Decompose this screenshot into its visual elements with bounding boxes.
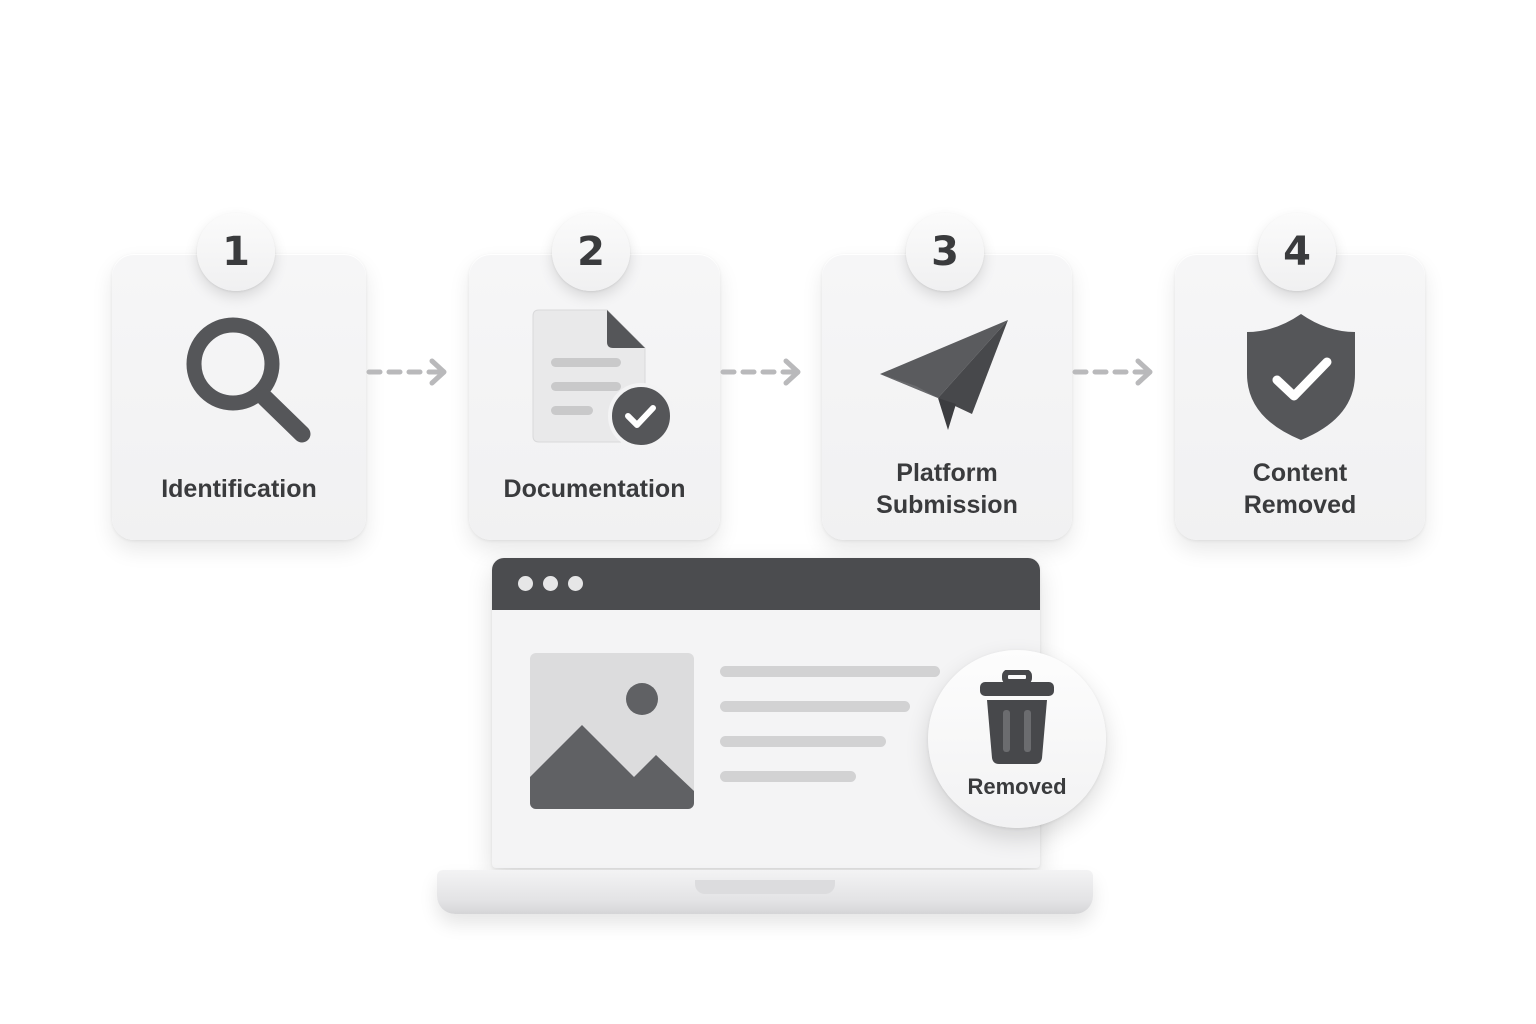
magnifier-icon xyxy=(186,317,311,443)
browser-titlebar xyxy=(492,558,1040,610)
paper-plane-icon xyxy=(880,320,1008,430)
image-placeholder-icon xyxy=(530,653,694,809)
shield-check-icon xyxy=(1247,314,1355,440)
step-card-documentation: Documentation xyxy=(469,254,720,540)
removed-badge: Removed xyxy=(928,650,1106,828)
laptop-base xyxy=(437,870,1093,914)
step-card-content-removed: Content Removed xyxy=(1175,254,1425,540)
window-control-dot xyxy=(518,576,533,591)
trash-icon xyxy=(980,670,1054,764)
arrow-right-icon xyxy=(1072,358,1153,386)
step-label: Documentation xyxy=(503,475,686,503)
step-number-badge: 4 xyxy=(1258,213,1336,291)
step-card-platform-submission: Platform Submission xyxy=(822,254,1072,540)
arrow-right-icon xyxy=(720,358,801,386)
step-number-badge: 3 xyxy=(906,213,984,291)
step-number-badge: 2 xyxy=(552,213,630,291)
step-label: Identification xyxy=(161,475,317,503)
step-card-identification: Identification xyxy=(112,254,366,540)
text-placeholder-line xyxy=(720,736,886,747)
text-placeholder-line xyxy=(720,771,856,782)
window-control-dot xyxy=(568,576,583,591)
window-control-dot xyxy=(543,576,558,591)
document-check-icon xyxy=(532,309,674,449)
text-placeholder-line xyxy=(720,701,910,712)
step-label: Platform Submission xyxy=(876,459,1018,519)
text-placeholder-line xyxy=(720,666,940,677)
laptop-notch xyxy=(695,880,835,894)
step-label: Content Removed xyxy=(1243,459,1357,519)
removed-label: Removed xyxy=(967,774,1067,799)
arrow-right-icon xyxy=(366,358,447,386)
step-number-badge: 1 xyxy=(197,213,275,291)
